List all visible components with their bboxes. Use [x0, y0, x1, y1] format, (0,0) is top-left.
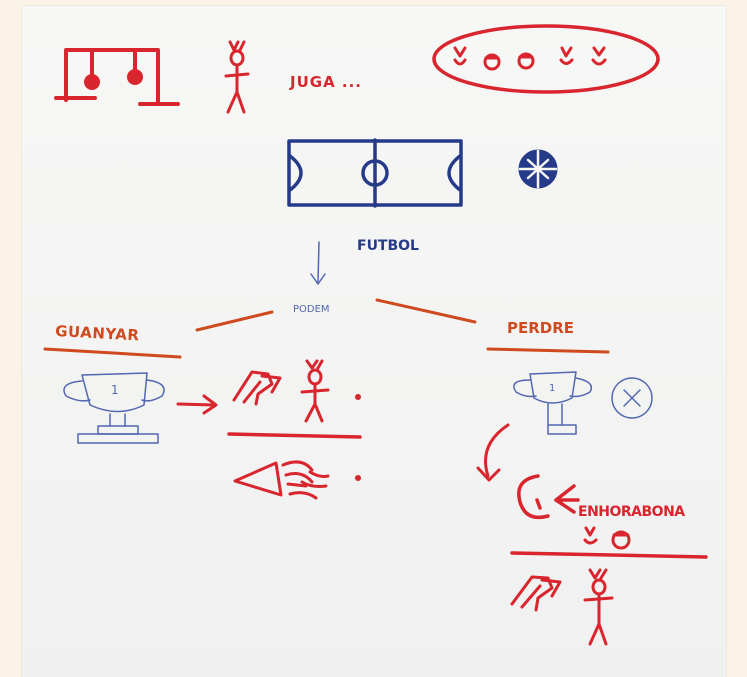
branch-lines	[195, 298, 477, 332]
arrow-down-icon	[310, 241, 326, 285]
ball-icon	[518, 149, 558, 189]
whiteboard-paper	[22, 6, 726, 677]
middle-divider	[227, 432, 362, 439]
trophy-left-number: 1	[111, 383, 119, 397]
faces-icon	[583, 526, 631, 550]
futbol-label: FUTBOL	[357, 238, 419, 254]
curved-arrow-icon	[476, 423, 510, 482]
trophy-right-icon	[513, 371, 593, 435]
swing-set-icon	[54, 48, 180, 106]
clapping-hands-icon	[232, 370, 282, 406]
friends-group-icon	[432, 24, 660, 94]
child-figure-icon	[224, 40, 250, 114]
clapping-hands-2-icon	[510, 575, 562, 612]
dot-2	[355, 475, 361, 481]
perdre-label: PERDRE	[507, 319, 574, 337]
megaphone-icon	[233, 460, 330, 500]
perdre-underline	[486, 347, 610, 354]
cross-circle-icon	[611, 377, 653, 419]
right-divider	[510, 551, 708, 559]
trophy-right-number: 1	[549, 383, 555, 394]
child-figure-2-icon	[300, 359, 330, 423]
hand-shake-icon	[517, 474, 580, 520]
podem-label: PODEM	[293, 304, 330, 315]
dot-1	[355, 394, 361, 400]
juga-label: JUGA ...	[289, 73, 362, 91]
football-field-icon	[287, 138, 463, 208]
arrow-right-icon	[176, 394, 218, 415]
guanyar-underline	[43, 347, 182, 359]
guanyar-label: GUANYAR	[55, 322, 140, 344]
child-figure-3-icon	[583, 568, 614, 646]
enhorabona-label: ENHORABONA	[578, 504, 685, 520]
trophy-left-icon	[63, 372, 165, 444]
